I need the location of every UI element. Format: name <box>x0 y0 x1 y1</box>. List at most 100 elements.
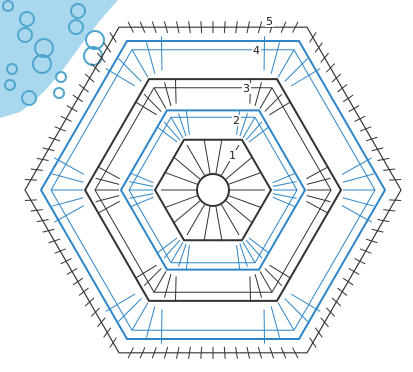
round-5-stitch <box>332 298 341 306</box>
crochet-photo-loop <box>54 88 64 98</box>
round-label-2: 2 <box>232 115 241 126</box>
round-2-stitch <box>186 245 189 269</box>
round-1-stitch <box>204 139 210 173</box>
round-4-stitch <box>54 158 84 175</box>
round-2-stitch <box>186 110 189 134</box>
round-5-stitch <box>321 318 329 327</box>
round-4-stitch <box>54 206 84 223</box>
round-4-stitch <box>271 306 279 337</box>
round-2-stitch <box>237 245 240 269</box>
round-5-stitch <box>321 53 329 62</box>
round-1-stitch <box>229 196 262 208</box>
round-5-stitch <box>73 95 83 102</box>
round-2-stitch <box>164 122 180 140</box>
round-2-stitch <box>249 127 269 142</box>
round-label-1: 1 <box>228 150 237 161</box>
round-5-stitch <box>366 239 377 243</box>
round-4-stitch <box>146 42 154 73</box>
round-4-stitch <box>271 42 279 73</box>
round-3-stitch <box>255 274 261 297</box>
round-5-stitch <box>354 116 365 121</box>
round-5-stitch <box>201 347 202 359</box>
crochet-photo-loop <box>56 72 66 82</box>
center-ring <box>197 174 229 206</box>
round-5-stitch <box>91 308 99 317</box>
round-5-stitch <box>360 249 371 253</box>
round-5-stitch <box>354 259 365 264</box>
round-5-stitch <box>79 288 88 295</box>
round-5-stitch <box>349 106 359 112</box>
round-5-stitch <box>61 259 72 264</box>
round-5-stitch <box>73 278 83 285</box>
round-5-stitch <box>67 106 77 112</box>
round-5-stitch <box>79 85 88 92</box>
round-5-stitch <box>383 169 395 170</box>
round-5-stitch <box>67 268 77 274</box>
round-1-stitch <box>216 139 222 173</box>
round-label-3: 3 <box>242 83 251 94</box>
round-4-stitch <box>132 50 148 78</box>
round-5-stitch <box>383 210 395 211</box>
round-5-stitch <box>55 249 66 253</box>
round-1-stitch <box>216 207 222 241</box>
round-5-stitch <box>389 200 401 201</box>
round-4-stitch <box>278 50 294 78</box>
round-5-stitch <box>326 64 334 73</box>
round-5-stitch <box>25 200 37 201</box>
round-5-stitch <box>360 127 371 131</box>
round-5-stitch <box>224 21 225 33</box>
round-2-stitch <box>249 238 269 253</box>
round-1-stitch <box>229 172 262 184</box>
round-5-stitch <box>389 179 401 180</box>
round-3-stitch <box>175 78 176 103</box>
round-5-stitch <box>61 116 72 121</box>
round-3-stitch <box>97 201 119 213</box>
round-3-stitch <box>255 82 261 105</box>
round-1-stitch <box>164 196 197 208</box>
round-5-stitch <box>49 137 60 141</box>
round-5-stitch <box>224 347 225 359</box>
round-1-stitch <box>164 172 197 184</box>
round-5-stitch <box>343 95 353 102</box>
round-4-stitch <box>278 303 294 331</box>
round-3-stitch <box>250 276 251 301</box>
round-5-stitch <box>343 278 353 285</box>
round-5-stitch <box>31 210 43 211</box>
round-5-stitch <box>326 308 334 317</box>
round-5-stitch <box>201 21 202 33</box>
round-5-stitch <box>338 85 347 92</box>
round-3-stitch <box>306 167 328 179</box>
round-3-stitch <box>164 82 170 105</box>
round-5-stitch <box>31 169 43 170</box>
round-3-stitch <box>175 276 176 301</box>
round-label-5: 5 <box>265 16 274 27</box>
round-5-stitch <box>85 298 94 306</box>
round-5-stitch <box>349 268 359 274</box>
round-3-stitch <box>97 167 119 179</box>
round-5-stitch <box>55 127 66 131</box>
round-5-stitch <box>332 74 341 82</box>
round-2-stitch <box>246 240 262 258</box>
round-4-stitch <box>342 158 372 175</box>
round-4-stitch <box>132 303 148 331</box>
round-1-stitch <box>204 207 210 241</box>
round-5-stitch <box>338 288 347 295</box>
round-5-stitch <box>98 318 106 327</box>
round-3-outline <box>85 79 341 301</box>
round-2-stitch <box>164 240 180 258</box>
round-5-stitch <box>25 179 37 180</box>
round-4-outline <box>41 41 385 339</box>
round-4-stitch <box>342 206 372 223</box>
round-2-stitch <box>246 122 262 140</box>
round-3-stitch <box>306 201 328 213</box>
round-2-stitch <box>157 127 177 142</box>
round-4-stitch <box>146 306 154 337</box>
round-5-stitch <box>49 239 60 243</box>
round-5-stitch <box>366 137 377 141</box>
round-5-stitch <box>85 74 94 82</box>
round-3-stitch <box>164 274 170 297</box>
round-label-4: 4 <box>252 45 261 56</box>
round-2-stitch <box>157 238 177 253</box>
